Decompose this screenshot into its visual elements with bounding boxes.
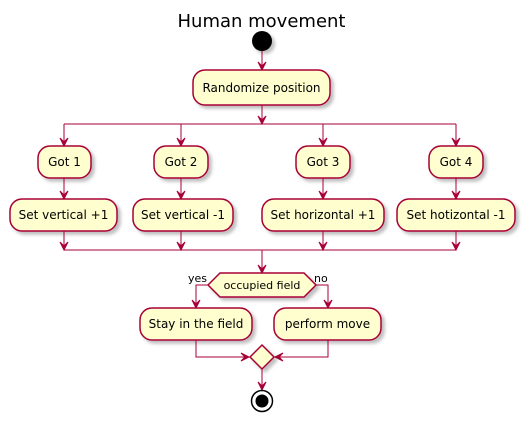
- got-3-label: Got 3: [307, 155, 340, 169]
- stay-in-field-label: Stay in the field: [149, 317, 244, 331]
- got-4-label: Got 4: [440, 155, 473, 169]
- set-horizontal-minus-label: Set hotizontal -1: [407, 208, 506, 222]
- start-node: [252, 31, 272, 51]
- got-1-label: Got 1: [48, 155, 81, 169]
- set-vertical-minus-node: [132, 198, 234, 232]
- no-branch-label: no: [314, 272, 328, 285]
- perform-move-label: perform move: [285, 317, 370, 331]
- set-vertical-plus-label: Set vertical +1: [19, 208, 109, 222]
- end-node-inner: [255, 394, 269, 408]
- diagram-title: Human movement: [178, 11, 346, 32]
- yes-branch-label: yes: [188, 272, 207, 285]
- occupied-field-label: occupied field: [224, 279, 301, 292]
- set-vertical-minus-label: Set vertical -1: [141, 208, 225, 222]
- set-horizontal-plus-label: Set horizontal +1: [271, 208, 376, 222]
- merge-diamond: [248, 343, 276, 371]
- got-2-label: Got 2: [165, 155, 198, 169]
- end-node: [250, 389, 274, 413]
- randomize-position-label: Randomize position: [202, 81, 320, 95]
